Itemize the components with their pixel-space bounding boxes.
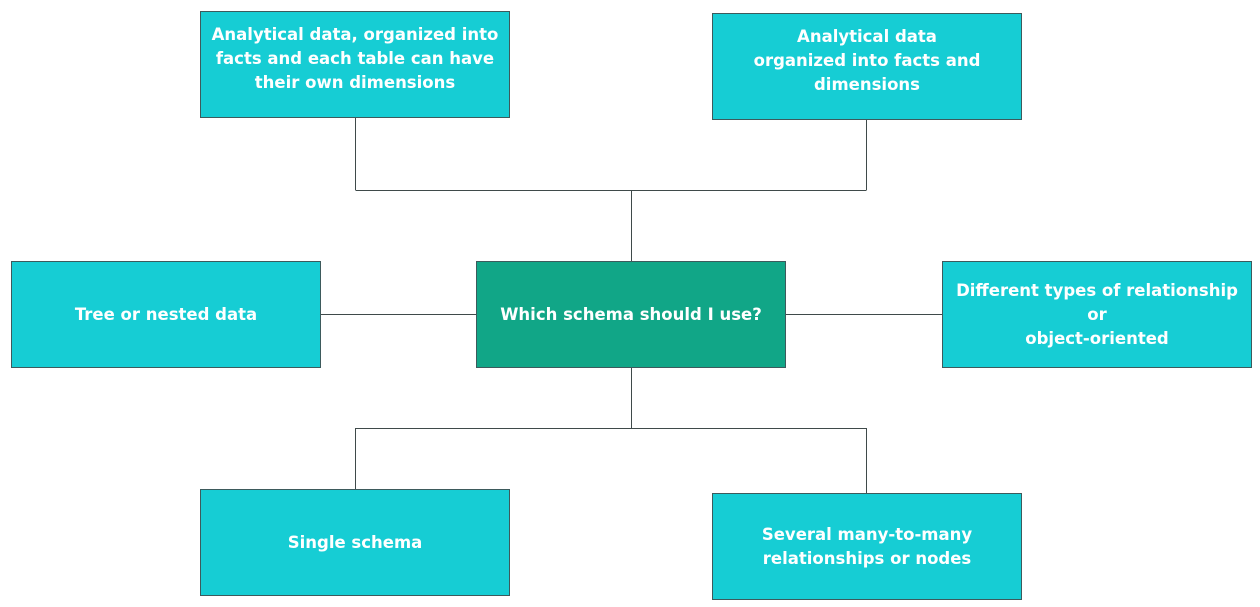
node-label: Single schema: [287, 532, 423, 552]
node-label: Tree or nested data: [74, 304, 258, 324]
node-many-to-many: Several many-to-many relationships or no…: [712, 493, 1022, 600]
node-tree-nested-data: Tree or nested data: [11, 261, 321, 368]
node-center-question: Which schema should I use?: [476, 261, 786, 368]
node-single-schema: Single schema: [200, 489, 510, 596]
node-label: Analytical data, organized into facts an…: [211, 24, 499, 92]
node-analytical-data-own-dimensions: Analytical data, organized into facts an…: [200, 11, 510, 118]
center-label: Which schema should I use?: [500, 304, 762, 324]
node-label: Different types of relationship or objec…: [956, 280, 1238, 348]
node-label: Analytical data organized into facts and…: [753, 26, 981, 94]
node-label: Several many-to-many relationships or no…: [761, 524, 973, 568]
node-relationship-object-oriented: Different types of relationship or objec…: [942, 261, 1252, 368]
node-analytical-data-facts-dimensions: Analytical data organized into facts and…: [712, 13, 1022, 120]
